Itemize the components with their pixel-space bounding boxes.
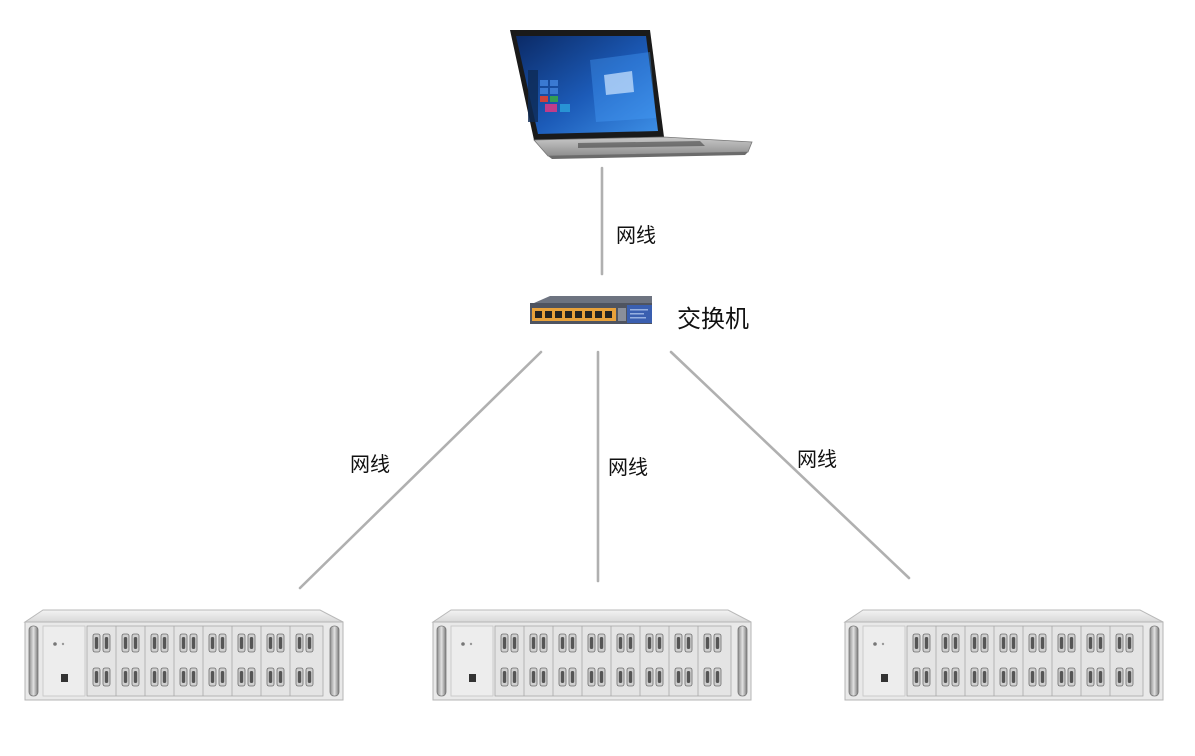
cable-label-laptop-switch: 网线: [616, 223, 656, 247]
rack-chassis-icon: [432, 609, 752, 701]
laptop-icon: [510, 30, 753, 159]
switch-label: 交换机: [677, 305, 749, 333]
rack-chassis-icon: [844, 609, 1164, 701]
cable-label-switch-chassis-3: 网线: [797, 447, 837, 471]
cable-lines: [298, 166, 911, 590]
cable-switch-chassis-1: [298, 350, 543, 590]
rack-chassis-icon: [24, 609, 344, 701]
network-switch-icon: [530, 296, 652, 324]
cable-label-switch-chassis-1: 网线: [350, 452, 390, 476]
cable-switch-chassis-3: [669, 350, 911, 580]
cable-label-switch-chassis-2: 网线: [608, 455, 648, 479]
